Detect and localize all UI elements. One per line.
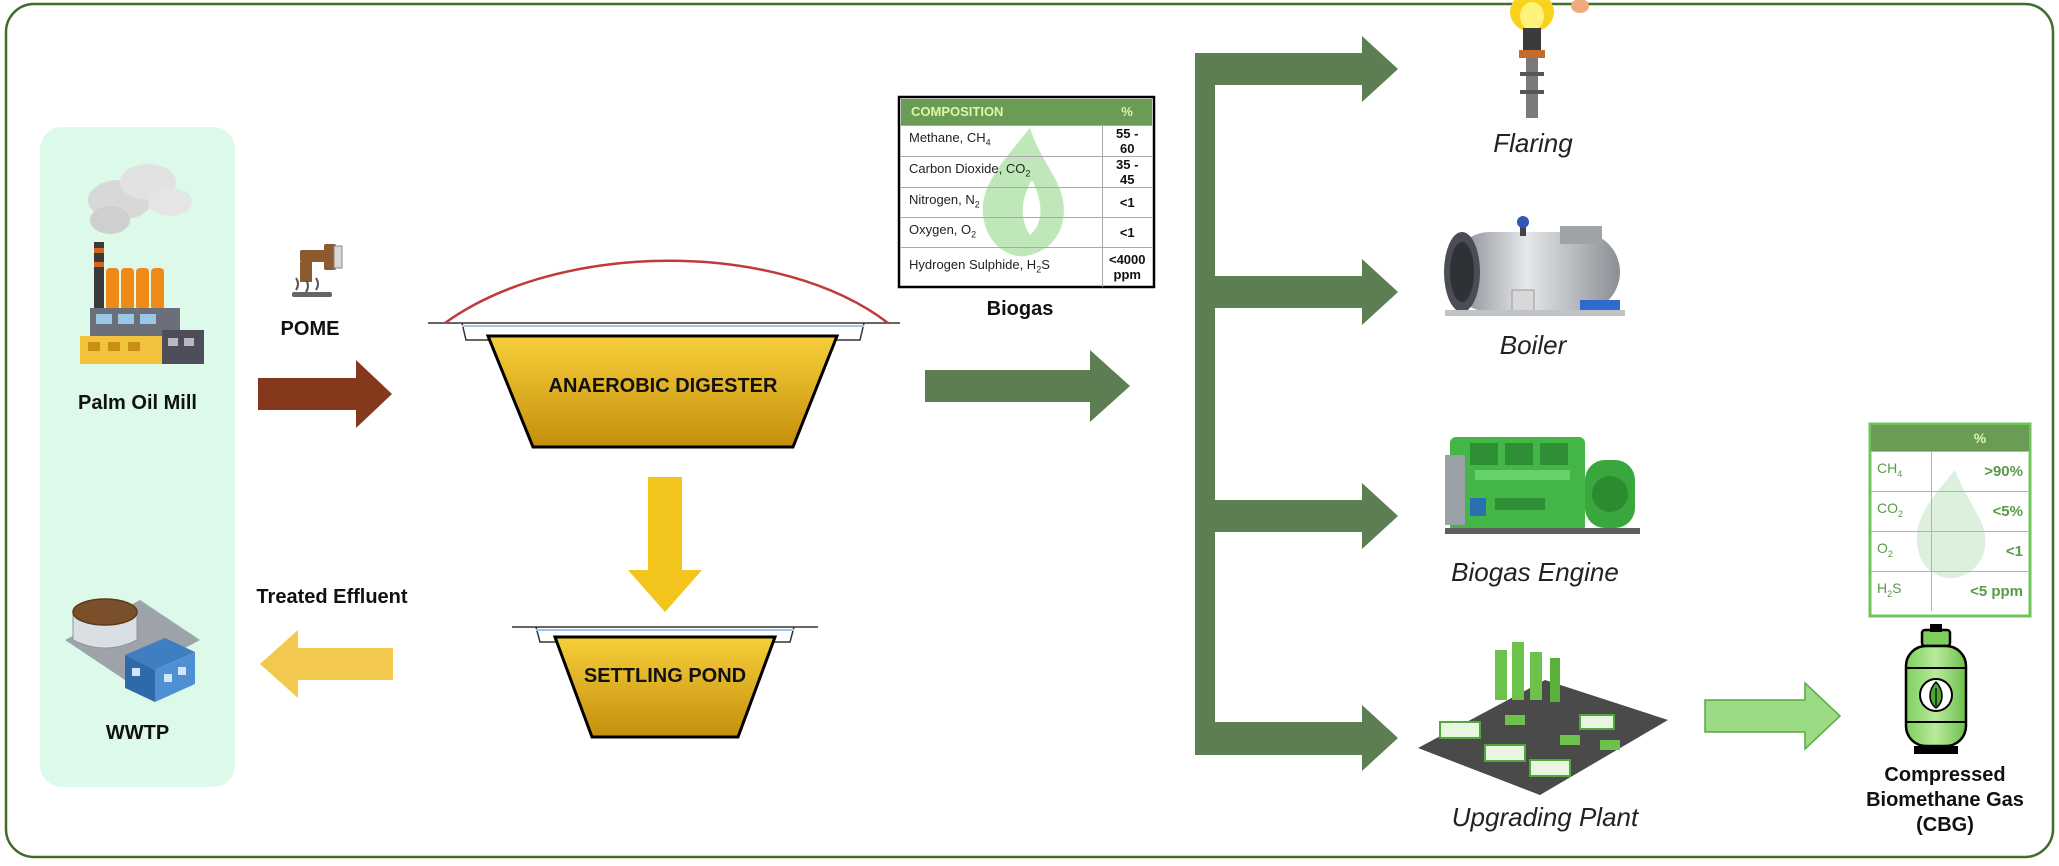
pipe-discharge-icon bbox=[292, 244, 343, 297]
biogas-table-row: Hydrogen Sulphide, H2S<4000 ppm bbox=[901, 247, 1152, 287]
cbg-table-row: CO2 <5% bbox=[1871, 491, 2029, 531]
cbg-table-value-cell: >90% bbox=[1984, 462, 2023, 480]
cbg-table-header-value: % bbox=[1973, 429, 1987, 446]
cbg-table-component-name: CO bbox=[1877, 500, 1898, 517]
cbg-table-component-tail: S bbox=[1892, 580, 1902, 597]
treated-effluent-label: Treated Effluent bbox=[256, 586, 408, 608]
flame-watermark-icon-cbg bbox=[1916, 470, 1986, 579]
cbg-table-value-cell: <5% bbox=[1992, 502, 2023, 520]
anaerobic-digester-label: ANAEROBIC DIGESTER bbox=[548, 375, 778, 397]
boiler-label: Boiler bbox=[1499, 330, 1567, 360]
biogas-table-value-cell: <4000 ppm bbox=[1108, 252, 1146, 283]
biogas-table-component-subscript: 4 bbox=[985, 137, 991, 148]
biogas-table-component-name: Oxygen, O bbox=[909, 221, 972, 237]
cbg-table-component-name: H bbox=[1877, 580, 1888, 597]
cbg-table-component-cell: CH4 bbox=[1871, 451, 1932, 491]
cbg-table-component-subscript: 2 bbox=[1887, 589, 1893, 600]
gas-flare-icon bbox=[1510, 0, 1589, 118]
cbg-table-row: O2 <1 bbox=[1871, 531, 2029, 571]
cbg-table-value-cell: <5 ppm bbox=[1970, 582, 2023, 600]
cbg-table-value-cell: <1 bbox=[2005, 542, 2023, 560]
biogas-table-component-name: Methane, CH bbox=[909, 130, 986, 146]
treated-effluent-arrow bbox=[260, 630, 393, 698]
upgrading-plant-label: Upgrading Plant bbox=[1451, 802, 1639, 832]
cbg-table-component-cell: O2 bbox=[1871, 531, 1932, 571]
cbg-label-line3: (CBG) bbox=[1916, 814, 1974, 836]
biogas-table-row: Carbon Dioxide, CO2 35 - 45 bbox=[901, 156, 1152, 187]
cbg-table-component-cell: CO2 bbox=[1871, 491, 1932, 531]
wwtp-label: WWTP bbox=[105, 722, 170, 744]
gas-engine-generator-icon bbox=[1445, 437, 1640, 534]
biogas-table-component-subscript: 2 bbox=[971, 229, 977, 240]
outer-frame bbox=[4, 2, 2055, 859]
biogas-table-component-subscript: 2 bbox=[1036, 264, 1042, 275]
biogas-label: Biogas bbox=[986, 298, 1054, 320]
biogas-table-header-value: % bbox=[1121, 104, 1133, 120]
biogas-table-component-subscript: 2 bbox=[1025, 168, 1031, 179]
biogas-table-value-cell: <1 bbox=[1119, 224, 1135, 240]
biogas-table-component-subscript: 2 bbox=[974, 199, 980, 210]
cbg-table-row: H2S <5 ppm bbox=[1871, 571, 2029, 611]
biogas-table-component-tail: S bbox=[1041, 256, 1050, 272]
gas-cylinder-icon bbox=[1904, 624, 1968, 754]
biogas-table-component-name: Hydrogen Sulphide, H bbox=[909, 256, 1037, 272]
cbg-table-component-name: CH bbox=[1877, 460, 1898, 477]
pome-flow-arrow bbox=[258, 360, 392, 428]
upgrading-to-cbg-arrow bbox=[1704, 681, 1842, 751]
cbg-label: Compressed Biomethane Gas (CBG) bbox=[1840, 763, 2050, 838]
cbg-table-component-subscript: 2 bbox=[1887, 548, 1893, 559]
biogas-table-component-name: Carbon Dioxide, CO bbox=[909, 161, 1026, 177]
cbg-table-component-name: O bbox=[1877, 540, 1888, 557]
cbg-label-line1: Compressed bbox=[1884, 764, 2006, 786]
biogas-table-value-cell: <1 bbox=[1119, 194, 1135, 210]
biogas-table-component-cell: Carbon Dioxide, CO2 bbox=[901, 156, 1103, 187]
factory-icon bbox=[80, 164, 204, 364]
cbg-table-row: CH4 >90% bbox=[1871, 451, 2029, 491]
biogas-table-component-cell: Nitrogen, N2 bbox=[901, 187, 1103, 217]
biogas-table-row: Methane, CH4 55 - 60 bbox=[901, 125, 1152, 156]
cbg-table-component-cell: H2S bbox=[1871, 571, 1932, 611]
cbg-label-line2: Biomethane Gas bbox=[1866, 789, 2024, 811]
digester-to-pond-arrow bbox=[628, 477, 702, 612]
flaring-label: Flaring bbox=[1493, 128, 1573, 158]
cbg-table-component-subscript: 4 bbox=[1897, 468, 1903, 479]
biogas-table-header-component: COMPOSITION bbox=[911, 104, 1004, 120]
cbg-table-header: % bbox=[1871, 425, 2029, 451]
biogas-table-value-cell: 35 - 45 bbox=[1116, 156, 1139, 187]
biogas-table-component-name: Nitrogen, N bbox=[909, 191, 975, 207]
biogas-flow-arrow bbox=[925, 350, 1130, 422]
biogas-table-header: COMPOSITION % bbox=[901, 99, 1152, 125]
pome-label: POME bbox=[280, 318, 340, 340]
biogas-distribution-arrows bbox=[1195, 36, 1398, 771]
biogas-engine-label: Biogas Engine bbox=[1451, 557, 1619, 587]
biogas-table-row: Oxygen, O2 <1 bbox=[901, 217, 1152, 247]
biogas-table-component-cell: Hydrogen Sulphide, H2S bbox=[901, 247, 1103, 287]
anaerobic-digester-icon bbox=[428, 259, 900, 449]
cbg-table-component-subscript: 2 bbox=[1898, 508, 1904, 519]
water-treatment-plant-icon bbox=[65, 598, 200, 702]
biogas-table-row: Nitrogen, N2 <1 bbox=[901, 187, 1152, 217]
biogas-table-component-cell: Methane, CH4 bbox=[901, 125, 1103, 156]
settling-pond-label: SETTLING POND bbox=[583, 665, 747, 687]
upgrading-plant-icon bbox=[1418, 642, 1668, 795]
industrial-boiler-icon bbox=[1444, 216, 1625, 316]
palm-oil-mill-label: Palm Oil Mill bbox=[78, 392, 197, 414]
biogas-table-component-cell: Oxygen, O2 bbox=[901, 217, 1103, 247]
biogas-table-value-cell: 55 - 60 bbox=[1116, 125, 1139, 156]
settling-pond-icon bbox=[512, 626, 818, 739]
